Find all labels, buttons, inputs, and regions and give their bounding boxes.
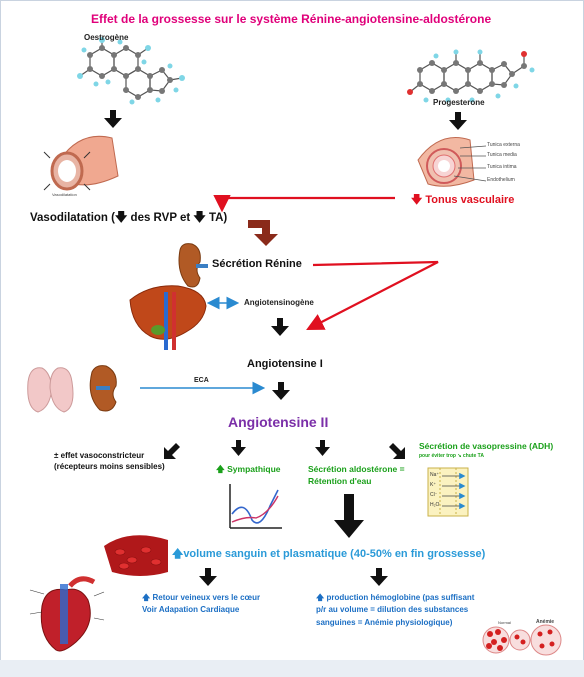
retour-line-1: 🡅 Retour veineux vers le cœur (142, 592, 260, 606)
progesterone-molecule-icon (407, 49, 535, 103)
anemie-label: Anémie (536, 619, 555, 625)
kidney-icon (178, 243, 208, 288)
tonus-vasculaire-line: 🡇 Tonus vasculaire (411, 191, 514, 210)
vasodilatation-text: Vasodilatation ( (30, 212, 115, 224)
vasopressine-line-1: Sécrétion de vasopressine (ADH) (419, 441, 554, 451)
cell-label-k: K⁺ (430, 482, 436, 488)
red-blood-cells-normal-icon (482, 626, 531, 654)
up-arrow-icon: 🡅 (316, 593, 325, 602)
down-arrow-icon (271, 318, 289, 336)
up-arrow-icon: 🡅 (172, 548, 184, 560)
red-blood-cells-anemia-icon (530, 624, 562, 656)
kidney-icon (89, 365, 117, 412)
tunica-media-label: Tunica media (487, 152, 517, 158)
lungs-icon (27, 367, 74, 413)
liver-icon (129, 285, 207, 350)
heart-icon (29, 576, 105, 652)
tonus-to-vasodilatation-arrow (213, 194, 395, 213)
hemoglobine-line-1: 🡅 production hémoglobine (pas suffisant (316, 592, 474, 606)
normal-label: Normal (498, 620, 511, 625)
down-arrow-icon (104, 110, 122, 128)
effet-vasoconstricteur-line-1: ± effet vasoconstricteur (54, 451, 145, 460)
up-arrow-icon: 🡅 (216, 464, 225, 474)
down-arrow-icon (272, 382, 290, 400)
down-arrow-icon (370, 568, 388, 586)
tonus-vasculaire-text: Tonus vasculaire (425, 194, 515, 206)
progesterone-label: Progesterone (433, 98, 485, 107)
cell-label-na: Na⁺ (430, 472, 440, 478)
large-down-arrow-icon (334, 494, 364, 538)
vasodilatation-small-label: Vasodilatation (52, 192, 77, 197)
hemoglobine-line-2: p/r au volume = dilution des substances (316, 605, 469, 614)
down-arrow-icon: 🡇 (411, 194, 423, 206)
secretion-renine-label: Sécrétion Rénine (212, 258, 302, 270)
ta-close-text: TA) (205, 212, 228, 224)
renine-red-arrow (306, 260, 439, 331)
hemoglobine-line-3: sanguines = Anémie physiologique) (316, 618, 453, 627)
cell-membrane-icon (427, 467, 469, 517)
down-arrow-icons (104, 110, 467, 586)
down-arrow-icon (199, 568, 217, 586)
effet-vasoconstricteur-line-2: (récepteurs moins sensibles) (54, 462, 165, 471)
diagonal-arrow-down-right-icon (389, 443, 405, 459)
cell-label-h2o: H₂O (430, 502, 440, 508)
volume-line: 🡅volume sanguin et plasmatique (40-50% e… (172, 545, 485, 564)
down-arrow-icon: 🡇 (115, 210, 128, 224)
cell-label-cl: Cl⁻ (430, 492, 438, 498)
vasopressine-line-2: pour éviter trop ↘ chute TA (419, 453, 484, 459)
blood-vessel-layers-icon (417, 137, 487, 187)
tunica-externa-label: Tunica externa (487, 142, 520, 148)
tunica-intima-label: Tunica intima (487, 164, 517, 170)
volume-text: volume sanguin et plasmatique (40-50% en… (183, 548, 486, 560)
down-arrow-icon (231, 440, 246, 456)
diagonal-arrow-icons (164, 443, 405, 459)
hemoglobine-text: production hémoglobine (pas suffisant (326, 593, 475, 602)
oestrogene-label: Oestrogène (84, 33, 129, 42)
endothelium-label: Endothelium (487, 177, 515, 183)
diagram-title: Effet de la grossesse sur le système Rén… (91, 12, 492, 26)
aldosterone-line-1: Sécrétion aldostérone = (308, 464, 405, 474)
blood-vessel-rbc-icon (104, 535, 168, 576)
angiotensine-2-label: Angiotensine II (228, 414, 329, 430)
down-arrow-icon (315, 440, 330, 456)
down-arrow-icon (449, 112, 467, 130)
sympathique-text: Sympathique (227, 464, 281, 474)
des-rvp-et-text: des RVP et (127, 212, 194, 224)
sympathique-line: 🡅 Sympathique (216, 464, 281, 478)
up-arrow-icon: 🡅 (142, 593, 151, 602)
eca-label: ECA (194, 377, 209, 384)
retour-text: Retour veineux vers le cœur (152, 593, 261, 602)
angiotensine-1-label: Angiotensine I (247, 358, 323, 370)
vasodilatation-line: Vasodilatation (🡇 des RVP et 🡇 TA) (30, 208, 227, 229)
retour-line-2: Voir Adapation Cardiaque (142, 605, 240, 614)
blood-vessel-icon (43, 135, 119, 191)
bent-arrow-icon (248, 220, 278, 246)
oestrogene-molecule-icon (77, 37, 185, 105)
bottom-bar (0, 660, 584, 677)
graph-icon (229, 484, 282, 529)
aldosterone-line-2: Rétention d'eau (308, 476, 372, 486)
diagonal-arrow-down-left-icon (164, 443, 180, 459)
down-arrow-icon: 🡇 (193, 210, 206, 224)
angiotensinogene-label: Angiotensinogène (244, 298, 314, 307)
